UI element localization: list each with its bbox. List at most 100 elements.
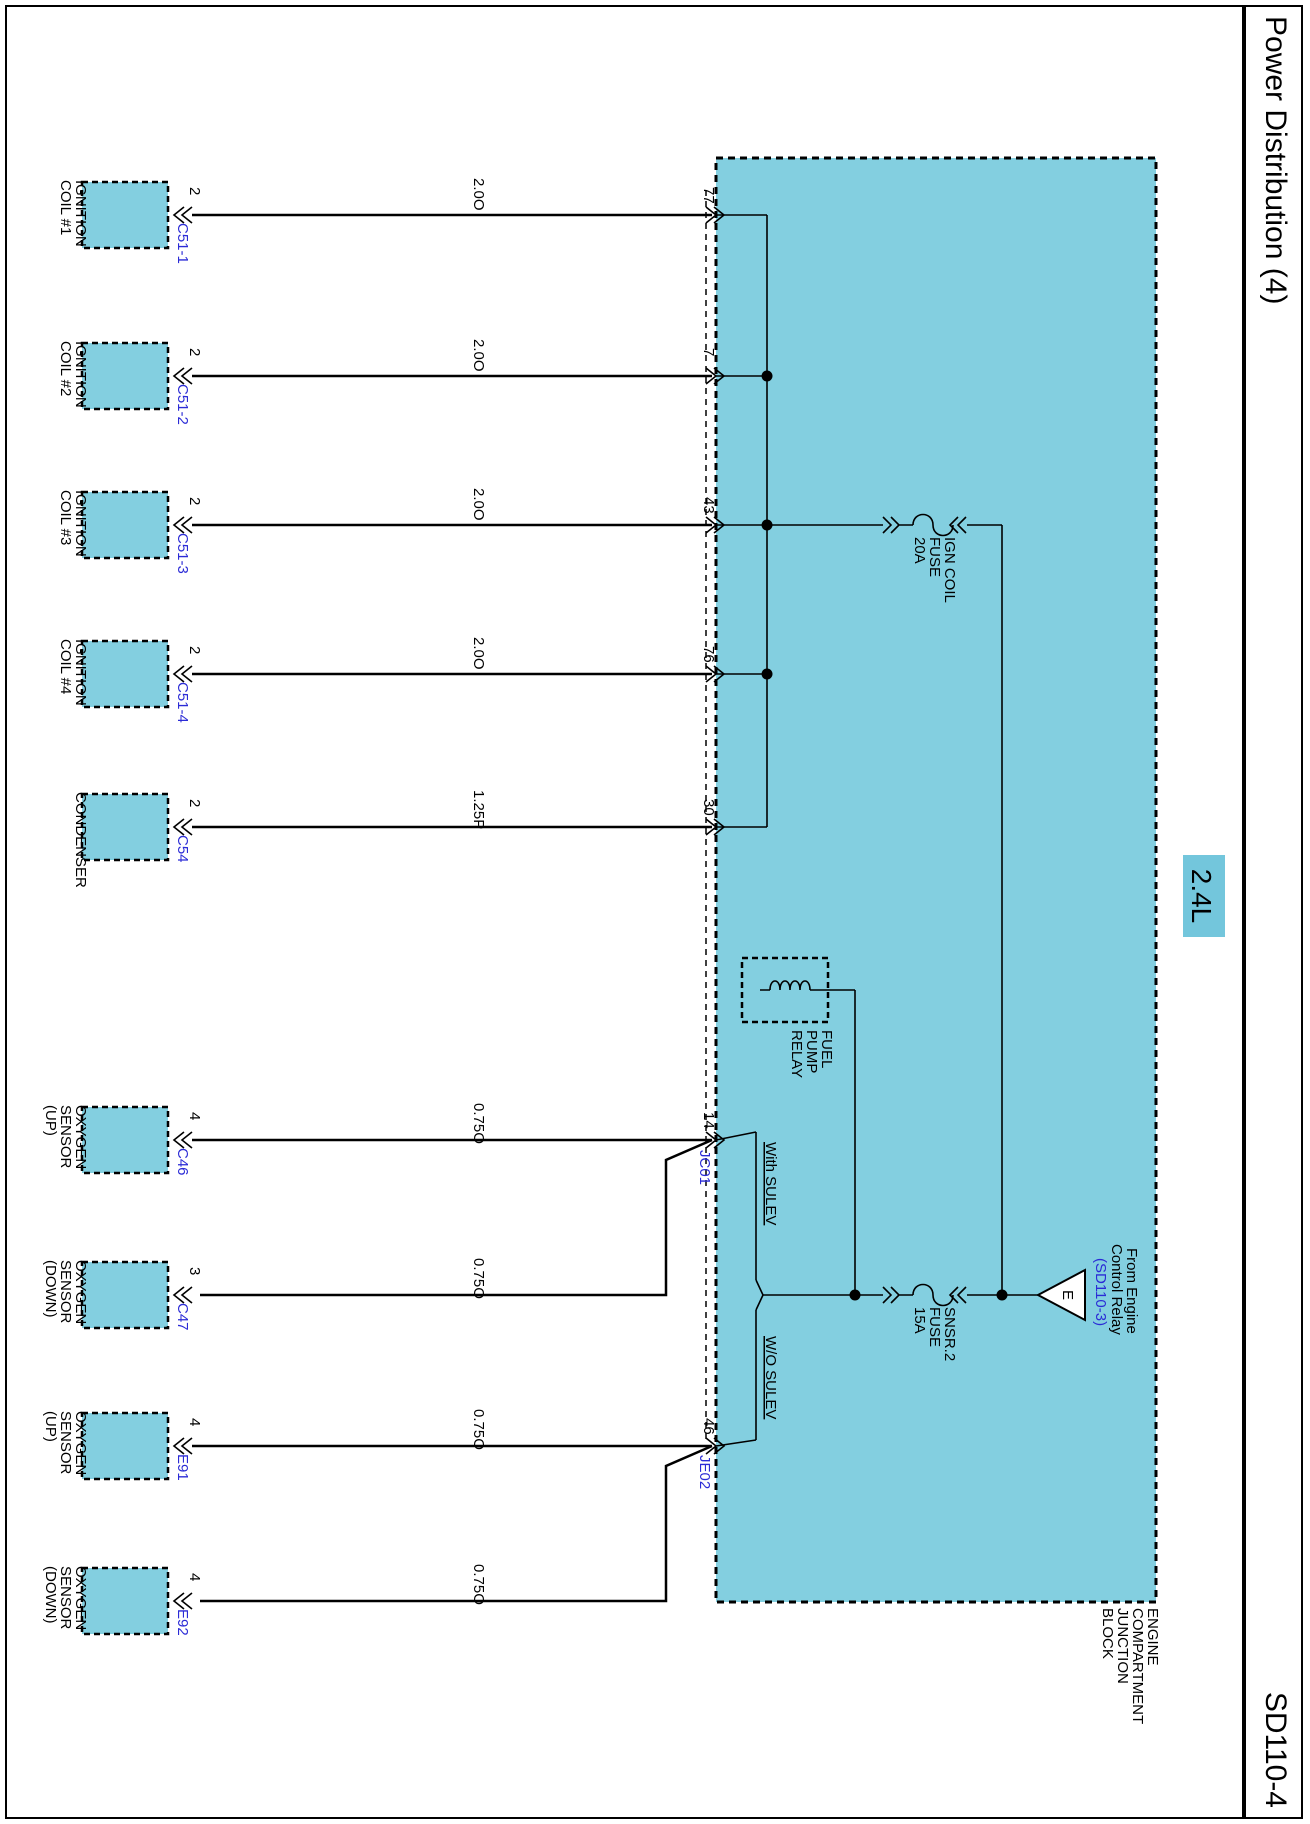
component-label: OXYGEN xyxy=(72,1411,89,1475)
component-label: SENSOR xyxy=(57,1260,74,1324)
component-label: OXYGEN xyxy=(72,1260,89,1324)
component-label: OXYGEN xyxy=(72,1105,89,1169)
junction-block-label-line: BLOCK xyxy=(1099,1608,1116,1659)
fuse-symbol xyxy=(882,513,967,537)
source-symbol: E xyxy=(1059,1290,1076,1300)
component-label: IGNITION xyxy=(72,180,89,247)
jb-connector-chevron xyxy=(705,367,726,385)
relay-label: RELAY xyxy=(788,1030,805,1078)
power-source: E From Engine Control Relay (SD110-3) xyxy=(1035,1244,1140,1335)
splice-jc01: JC01 xyxy=(696,1150,713,1185)
fuse-symbol xyxy=(882,1283,967,1307)
connector-id: C51-1 xyxy=(174,223,191,264)
wire-gauge-label: 1.25P xyxy=(470,790,487,829)
jb-pin: 14 xyxy=(700,1112,717,1129)
source-label: Control Relay xyxy=(1108,1244,1125,1335)
wire-gauge-label: 0.75O xyxy=(470,1409,487,1450)
wire-gauge-label: 2.0O xyxy=(470,488,487,521)
component-box xyxy=(80,1260,170,1330)
snsr2-fuse: SNSR.2 FUSE 15A xyxy=(882,1283,967,1361)
source-ref: (SD110-3) xyxy=(1092,1258,1109,1326)
component-label: COIL #3 xyxy=(57,490,74,545)
connector-chevron xyxy=(172,818,193,836)
wire-gauge-label: 2.0O xyxy=(470,637,487,670)
ign-coil-fuse-label: IGN COIL xyxy=(941,537,958,603)
junction-block xyxy=(714,156,1158,1604)
connector-id: C46 xyxy=(174,1148,191,1176)
jb-pin: 43 xyxy=(700,497,717,514)
engine-badge xyxy=(1183,855,1225,937)
page-title: Power Distribution (4) xyxy=(1259,16,1292,304)
jb-connector-chevron xyxy=(705,1131,726,1149)
snsr2-fuse-label: SNSR.2 xyxy=(941,1307,958,1361)
source-label: From Engine xyxy=(1123,1248,1140,1334)
ign-coil-fuse-label: 20A xyxy=(911,537,928,564)
wire-gauge-label: 2.0O xyxy=(470,339,487,372)
source-triangle xyxy=(1035,1268,1086,1322)
connector-chevron xyxy=(172,516,193,534)
engine-badge-label: 2.4L xyxy=(1186,869,1217,924)
connector-chevron xyxy=(172,1131,193,1149)
connector-id: E92 xyxy=(174,1609,191,1636)
splice-wiring xyxy=(200,1138,713,1603)
jb-pin: 46 xyxy=(700,1418,717,1435)
connector-pin: 2 xyxy=(186,497,203,505)
junction-block-label-line: COMPARTMENT xyxy=(1129,1608,1146,1724)
wire-gauge-label: 0.75O xyxy=(470,1564,487,1605)
option-with-sulev: With SULEV xyxy=(762,1142,779,1225)
relay-label: PUMP xyxy=(803,1030,820,1073)
jb-connector-chevron xyxy=(705,516,726,534)
connector-chevron xyxy=(172,1286,193,1304)
connector-chevron xyxy=(172,367,193,385)
component-label: COIL #1 xyxy=(57,180,74,235)
component-box xyxy=(80,180,170,250)
component-label: (DOWN) xyxy=(42,1260,59,1317)
connector-id: C54 xyxy=(174,835,191,863)
component-label: (DOWN) xyxy=(42,1566,59,1623)
jb-pin: 7 xyxy=(700,348,717,356)
junction-block-label-line: ENGINE xyxy=(1144,1608,1161,1666)
connector-chevron xyxy=(172,206,193,224)
snsr2-fuse-label: FUSE xyxy=(926,1307,943,1347)
component-box xyxy=(80,792,170,862)
component-label: OXYGEN xyxy=(72,1566,89,1630)
splice-je02: JE02 xyxy=(696,1455,713,1489)
connector-pin: 2 xyxy=(186,348,203,356)
wire-gauge-label: 0.75O xyxy=(470,1258,487,1299)
connector-pin: 2 xyxy=(186,799,203,807)
page-frame xyxy=(5,5,1303,1819)
component-box xyxy=(80,1105,170,1175)
connector-pin: 2 xyxy=(186,187,203,195)
connector-chevron xyxy=(172,665,193,683)
connector-pin: 4 xyxy=(186,1573,203,1581)
jb-pin: 30 xyxy=(700,799,717,816)
connector-chevron xyxy=(172,1437,193,1455)
connector-id: C47 xyxy=(174,1303,191,1331)
jb-connector-chevron xyxy=(705,818,726,836)
component-label: SENSOR xyxy=(57,1566,74,1630)
component-label: IGNITION xyxy=(72,341,89,408)
jb-connector-chevron xyxy=(705,665,726,683)
snsr2-fuse-label: 15A xyxy=(911,1307,928,1334)
connector-pin: 4 xyxy=(186,1112,203,1120)
option-without-sulev: W/O SULEV xyxy=(762,1336,779,1419)
component-label: SENSOR xyxy=(57,1411,74,1475)
wire-gauge-label: 0.75O xyxy=(470,1103,487,1144)
connector-id: E91 xyxy=(174,1454,191,1481)
component-box xyxy=(80,639,170,709)
fuel-pump-relay: FUEL PUMP RELAY xyxy=(740,956,835,1078)
component-label: (UP) xyxy=(42,1105,59,1136)
component-label: SENSOR xyxy=(57,1105,74,1169)
component-box xyxy=(80,341,170,411)
ign-coil-fuse-label: FUSE xyxy=(926,537,943,577)
connector-id: C51-2 xyxy=(174,384,191,425)
component-box xyxy=(80,490,170,560)
component-box xyxy=(80,1411,170,1481)
component-label: CONDENSER xyxy=(72,792,89,888)
ign-coil-fuse: IGN COIL FUSE 20A xyxy=(882,513,967,603)
relay-coil-icon xyxy=(760,980,828,991)
relay-label: FUEL xyxy=(818,1030,835,1068)
